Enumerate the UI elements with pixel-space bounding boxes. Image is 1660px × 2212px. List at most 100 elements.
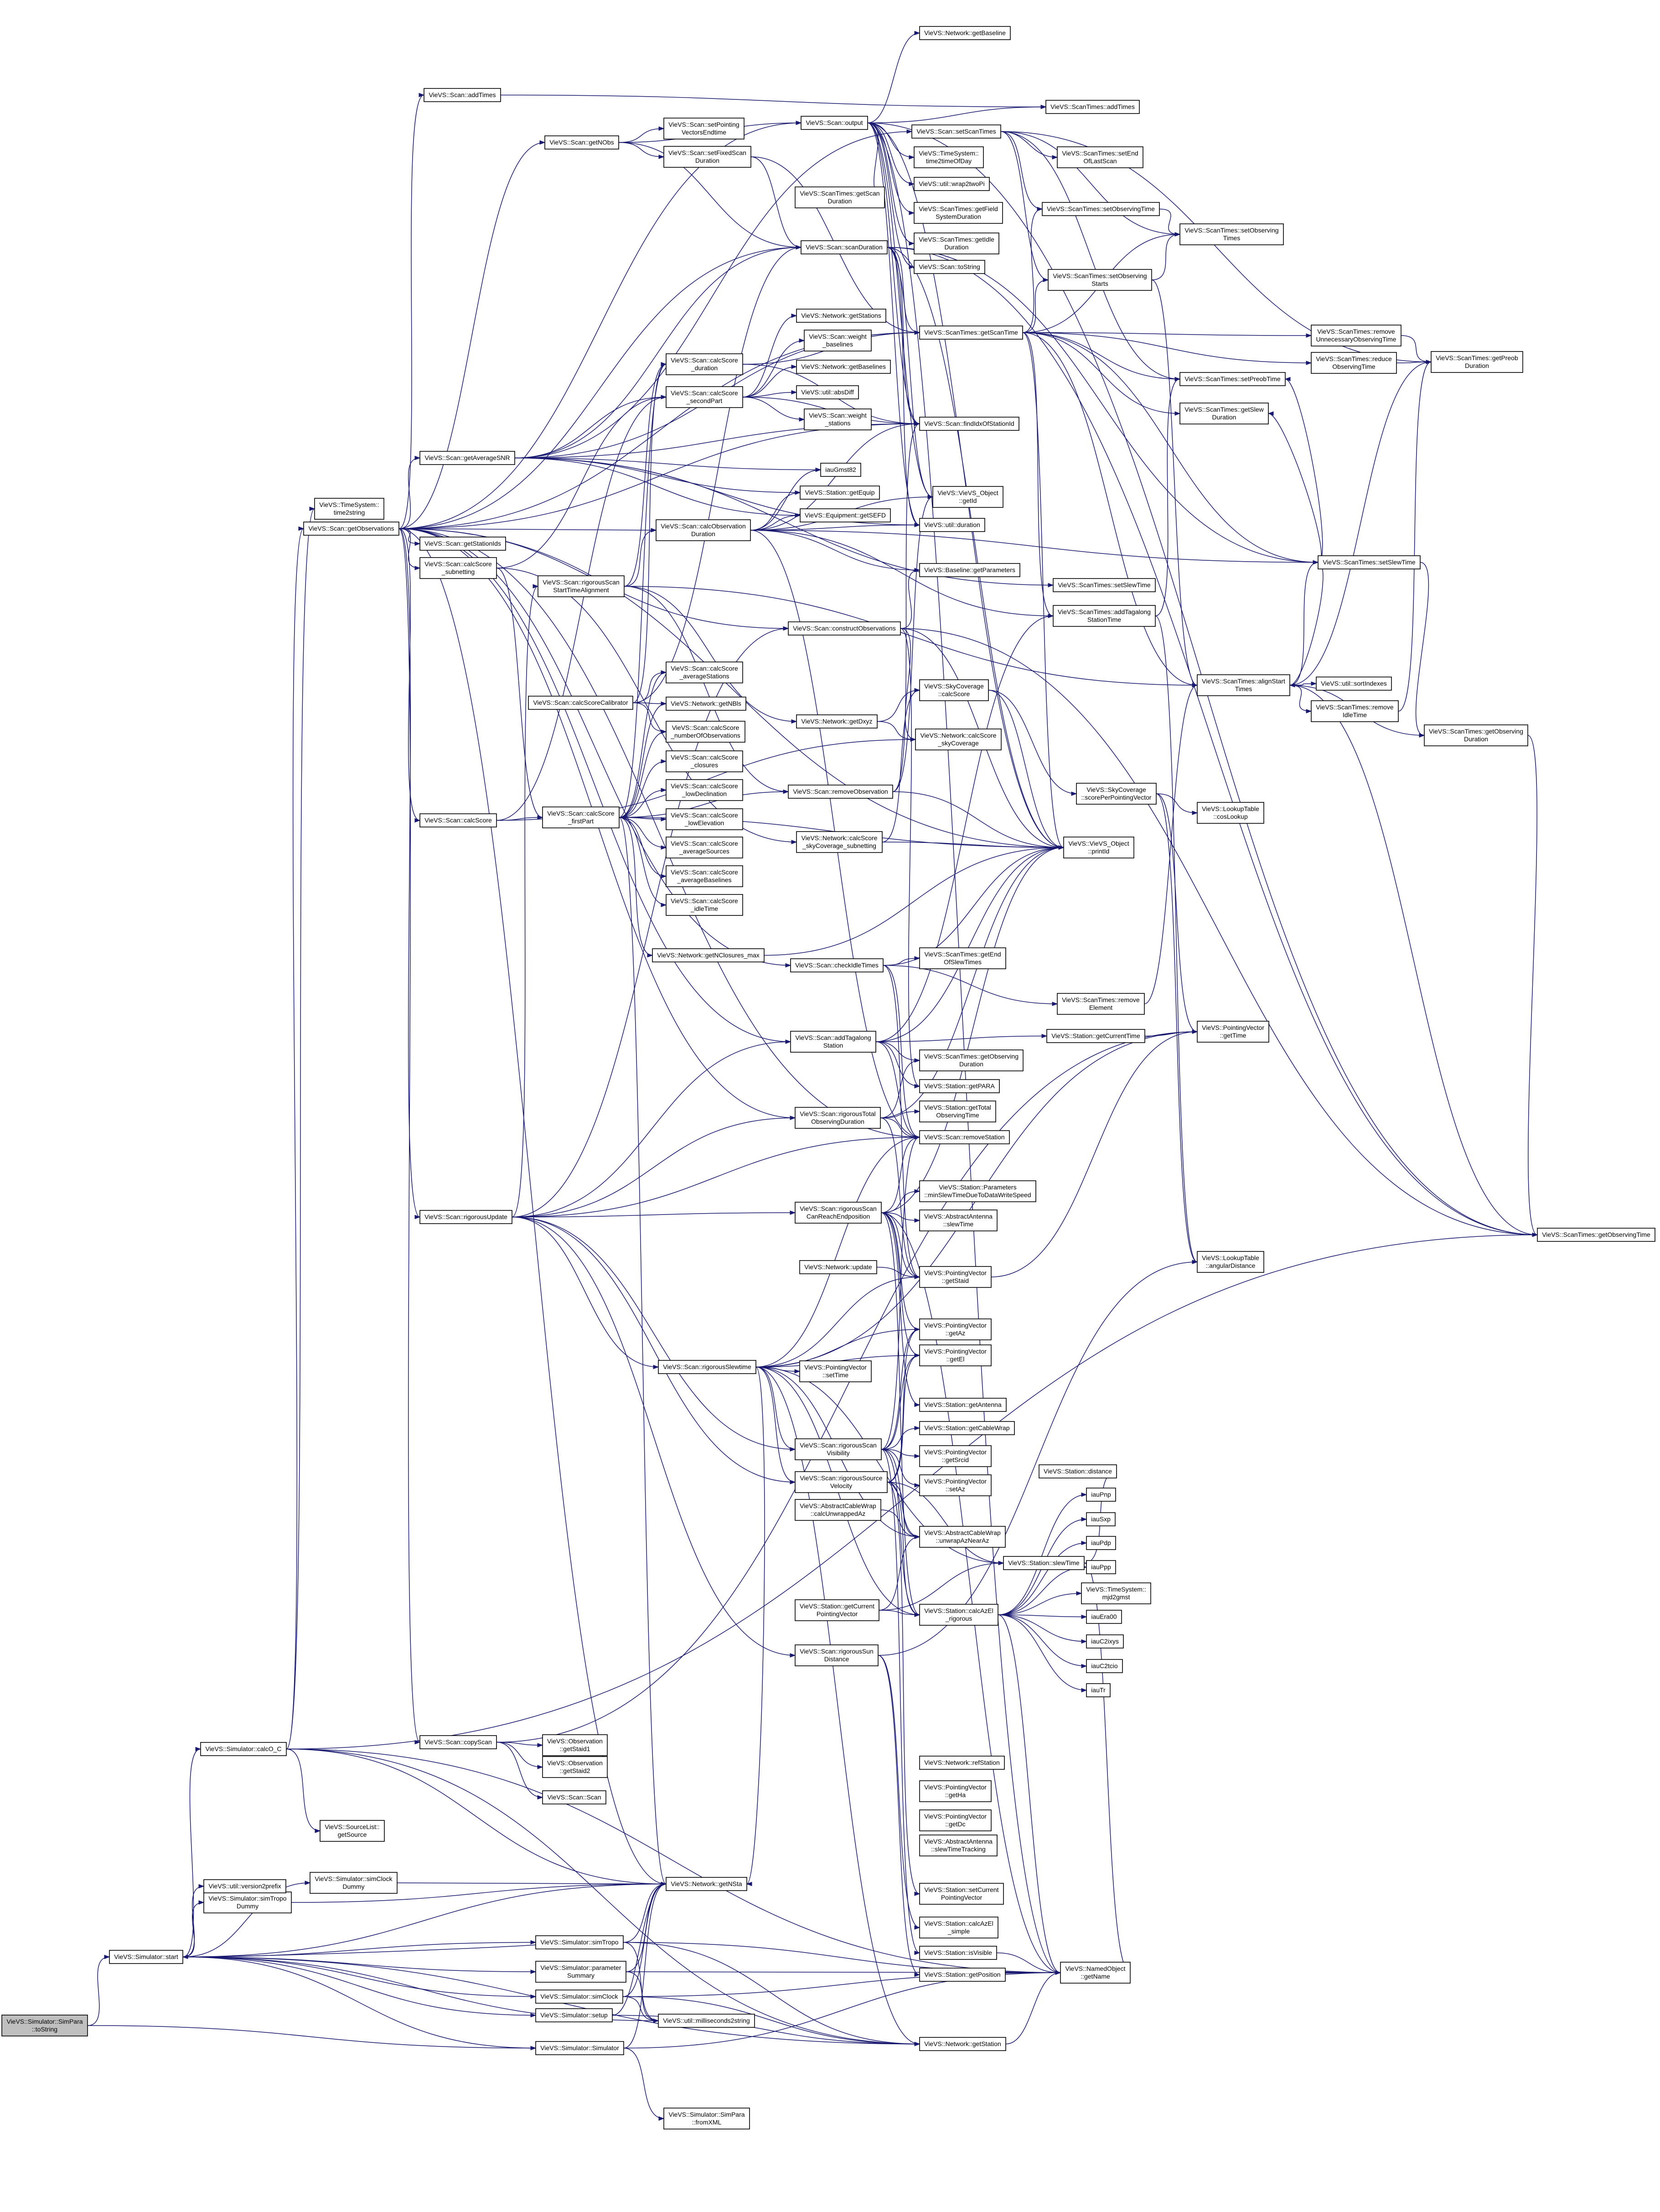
- node-timesystem_tostring[interactable]: VieVS::TimeSystem::time2string: [314, 498, 384, 520]
- node-net_getbaselines[interactable]: VieVS::Network::getBaselines: [796, 360, 891, 374]
- node-station_getposition[interactable]: VieVS::Station::getPosition: [919, 1968, 1006, 1982]
- node-iaupxp[interactable]: iauSxp: [1086, 1512, 1116, 1526]
- node-simulator[interactable]: VieVS::Simulator::Simulator: [535, 2041, 624, 2055]
- node-start[interactable]: VieVS::Simulator::start: [109, 1950, 183, 1964]
- node-copyscan[interactable]: VieVS::Scan::copyScan: [419, 1735, 497, 1749]
- node-sourcelist[interactable]: VieVS::SourceList::getSource: [320, 1820, 385, 1842]
- node-checkidle[interactable]: VieVS::Scan::checkIdleTimes: [790, 958, 884, 972]
- node-scandur[interactable]: VieVS::Scan::scanDuration: [801, 240, 888, 254]
- node-removeobs[interactable]: VieVS::Scan::removeObservation: [788, 785, 893, 799]
- node-sky_calcscore[interactable]: VieVS::SkyCoverage::calcScore: [919, 679, 989, 701]
- node-calcscoresecond[interactable]: VieVS::Scan::calcScore_secondPart: [666, 386, 743, 408]
- node-versionprefix[interactable]: VieVS::util::version2prefix: [203, 1879, 286, 1893]
- node-util_duration[interactable]: VieVS::util::duration: [919, 518, 985, 532]
- node-iaupnp[interactable]: iauPnp: [1086, 1488, 1116, 1502]
- node-st_setpreob[interactable]: VieVS::ScanTimes::setPreobTime: [1179, 372, 1286, 386]
- node-getavgsnr[interactable]: VieVS::Scan::getAverageSNR: [419, 451, 515, 465]
- node-calcscoresub[interactable]: VieVS::Scan::calcScore_subnetting: [419, 557, 497, 579]
- node-st_setobstime[interactable]: VieVS::ScanTimes::setObservingTime: [1042, 202, 1160, 216]
- node-st_getobstime[interactable]: VieVS::ScanTimes::getObservingTime: [1537, 1228, 1655, 1242]
- node-iaupdp[interactable]: iauPdp: [1086, 1536, 1116, 1550]
- node-station_getcurtime[interactable]: VieVS::Station::getCurrentTime: [1046, 1029, 1145, 1043]
- node-cs_avgbl[interactable]: VieVS::Scan::calcScore_averageBaselines: [666, 865, 743, 887]
- node-cs_closures[interactable]: VieVS::Scan::calcScore_closures: [666, 750, 743, 772]
- node-namedobj_getname[interactable]: VieVS::NamedObject::getName: [1060, 1962, 1131, 1984]
- node-ts_time2sod[interactable]: VieVS::TimeSystem::time2timeOfDay: [914, 146, 984, 168]
- node-scan_scan[interactable]: VieVS::Scan::Scan: [542, 1790, 606, 1804]
- node-cs_avgsrc[interactable]: VieVS::Scan::calcScore_averageSources: [666, 837, 743, 858]
- node-lookup_cos[interactable]: VieVS::LookupTable::cosLookup: [1197, 802, 1264, 824]
- node-setup[interactable]: VieVS::Simulator::setup: [535, 2008, 613, 2022]
- node-lookup_angdist[interactable]: VieVS::LookupTable::angularDistance: [1197, 1251, 1264, 1273]
- node-station_getantenna[interactable]: VieVS::Station::getAntenna: [919, 1398, 1007, 1412]
- node-calcscoredur[interactable]: VieVS::Scan::calcScore_duration: [666, 353, 743, 375]
- node-iauera00[interactable]: iauEra00: [1086, 1610, 1122, 1624]
- node-calcscore[interactable]: VieVS::Scan::calcScore: [419, 813, 497, 827]
- node-weightst[interactable]: VieVS::Scan::weight_stations: [804, 408, 872, 430]
- node-sortindexes[interactable]: VieVS::util::sortIndexes: [1316, 677, 1392, 691]
- node-net_getnclosures[interactable]: VieVS::Network::getNClosures_max: [652, 948, 765, 962]
- node-net_calcscoresky[interactable]: VieVS::Network::calcScore_skyCoverage: [915, 729, 1002, 750]
- node-constructobs[interactable]: VieVS::Scan::constructObservations: [788, 621, 901, 636]
- node-net_getcoyz[interactable]: VieVS::Network::getDxyz: [796, 714, 878, 729]
- node-cs_numobs[interactable]: VieVS::Scan::calcScore_numberOfObservati…: [666, 721, 745, 743]
- node-simclock[interactable]: VieVS::Simulator::simClock: [535, 1990, 623, 2004]
- node-station_params[interactable]: VieVS::Station::Parameters::minSlewTimeD…: [919, 1180, 1036, 1202]
- node-net_getnsta[interactable]: VieVS::Network::getNSta: [666, 1877, 747, 1891]
- node-pv_getel[interactable]: VieVS::PointingVector::getEl: [919, 1344, 992, 1366]
- node-setscantimes[interactable]: VieVS::Scan::setScanTimes: [911, 124, 1001, 139]
- node-rigorousupdate[interactable]: VieVS::Scan::rigorousUpdate: [419, 1210, 512, 1224]
- node-iauppp[interactable]: iauPpp: [1086, 1560, 1116, 1574]
- node-station_slewtime[interactable]: VieVS::Station::slewTime: [1003, 1556, 1085, 1570]
- node-sky_scoreperpv[interactable]: VieVS::SkyCoverage::scorePerPointingVect…: [1076, 783, 1157, 805]
- node-station_getpara[interactable]: VieVS::Station::getPARA: [919, 1079, 1000, 1093]
- node-obj_getid[interactable]: VieVS::VieVS_Object::getId: [932, 486, 1003, 508]
- node-addtimes[interactable]: VieVS::Scan::addTimes: [424, 88, 501, 102]
- node-weightbl[interactable]: VieVS::Scan::weight_baselines: [804, 330, 872, 351]
- node-st_removeunnec[interactable]: VieVS::ScanTimes::removeUnnecessaryObser…: [1311, 325, 1401, 346]
- node-root[interactable]: VieVS::Simulator::SimPara::toString: [1, 2015, 88, 2036]
- node-net_calcscoreskysub[interactable]: VieVS::Network::calcScore_skyCoverage_su…: [796, 831, 883, 853]
- node-cs_lowelev[interactable]: VieVS::Scan::calcScore_lowElevation: [666, 808, 743, 830]
- node-station_getcablewrap[interactable]: VieVS::Station::getCableWrap: [919, 1421, 1015, 1435]
- node-ts_mjd2gmst[interactable]: VieVS::TimeSystem::mjd2gmst: [1081, 1582, 1151, 1604]
- node-util_ms2string[interactable]: VieVS::util::milliseconds2string: [658, 2014, 755, 2028]
- node-obs_getstat1[interactable]: VieVS::Observation::getStaid1: [542, 1734, 608, 1756]
- node-st_setslew[interactable]: VieVS::ScanTimes::setSlewTime: [1053, 578, 1156, 592]
- node-net_getstations[interactable]: VieVS::Network::getStations: [796, 309, 886, 323]
- node-cs_avgst[interactable]: VieVS::Scan::calcScore_averageStations: [666, 662, 743, 683]
- node-pv_gettime[interactable]: VieVS::PointingVector::getTime: [1197, 1021, 1269, 1043]
- node-rigslewtime[interactable]: VieVS::Scan::rigorousSlewtime: [658, 1360, 756, 1374]
- node-calcoc[interactable]: VieVS::Simulator::calcO_C: [200, 1742, 287, 1756]
- node-getnobs[interactable]: VieVS::Scan::getNObs: [544, 135, 619, 150]
- node-rigtotalobs[interactable]: VieVS::Scan::rigorousTotalObservingDurat…: [795, 1107, 881, 1129]
- node-station_distance[interactable]: VieVS::Station::distance: [1039, 1464, 1117, 1478]
- node-aa_slewtime[interactable]: VieVS::AbstractAntenna::slewTime: [919, 1209, 998, 1231]
- node-getscantime[interactable]: VieVS::ScanTimes::getScanTime: [919, 326, 1023, 340]
- node-scan_tostring[interactable]: VieVS::Scan::toString: [914, 260, 985, 274]
- node-station_calcazel[interactable]: VieVS::Station::calcAzEl_rigorous: [919, 1604, 998, 1626]
- node-absdiff[interactable]: VieVS::util::absDiff: [796, 385, 859, 399]
- node-pv_getdc[interactable]: VieVS::PointingVector::getDc: [919, 1809, 992, 1831]
- node-aa_slewtimetracking[interactable]: VieVS::AbstractAntenna::slewTimeTracking: [919, 1835, 998, 1856]
